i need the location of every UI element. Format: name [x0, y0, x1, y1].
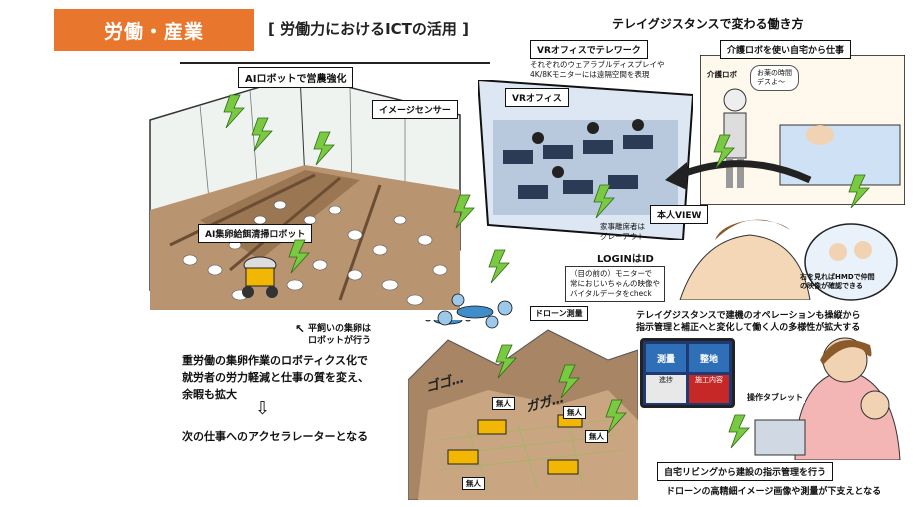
- telework-heading: テレイグジスタンスで変わる働き方: [612, 17, 804, 31]
- worker-illustration: [679, 219, 811, 300]
- unmanned-label-2: 無人: [563, 406, 586, 419]
- drone-icon: [425, 320, 471, 325]
- excavator-icon: [447, 414, 583, 475]
- drone-survey-label: ドローン測量: [530, 306, 588, 321]
- robot-note: 平飼いの集卵は ロボットが行う: [308, 324, 372, 346]
- title-divider: [180, 62, 490, 64]
- home-living-label: 自宅リビングから建設の指示管理を行う: [657, 462, 834, 481]
- monitor-note: （目の前の）モニターで 常におじいちゃんの映像や バイタルデータをcheck: [565, 266, 665, 302]
- category-label: 労働・産業: [103, 20, 204, 43]
- footer-note: ドローンの高精細イメージ画像や測量が下支えとなる: [666, 487, 882, 497]
- vr-office-label: VRオフィス: [505, 88, 569, 107]
- control-monitor: 測量 整地 進捗 施工内容: [640, 338, 735, 408]
- unmanned-label-1: 無人: [492, 397, 515, 410]
- accelerator-text: 次の仕事へのアクセラレーターとなる: [182, 430, 369, 443]
- farm-body-text: 重労働の集卵作業のロボティクス化で 就労者の労力軽減と仕事の質を変え、 余暇も拡…: [182, 354, 369, 401]
- category-tag: 労働・産業: [54, 9, 254, 51]
- unmanned-label-4: 無人: [462, 477, 485, 490]
- screen-tile-progress: 進捗: [646, 375, 686, 403]
- farm-heading: AIロボットで営農強化: [238, 67, 354, 88]
- vr-description: それぞれのウェアラブルディスプレイや 4K/8Kモニターには遠隔空間を表現: [530, 60, 665, 79]
- hmd-note: 右を見ればHMDで仲間 の映像が確認できる: [800, 273, 875, 290]
- absentee-note: 家事離席者は グレーアウト: [600, 222, 645, 241]
- screen-tile-grading: 整地: [689, 344, 729, 372]
- care-robot-small-label: 介護ロボ: [707, 70, 737, 79]
- login-label: LOGINはID: [597, 254, 654, 265]
- flow-arrow-icon: [665, 160, 812, 190]
- unmanned-label-3: 無人: [585, 430, 608, 443]
- egg-robot-icon: [242, 256, 278, 298]
- care-robot-title: 介護ロボを使い自宅から仕事: [720, 40, 852, 59]
- hmd-view-illustration: [804, 223, 898, 301]
- robot-label: AI集卵給餌清掃ロボット: [198, 224, 313, 243]
- farm-arrow-icon: ↖: [295, 322, 306, 336]
- screen-tile-construction: 施工内容: [689, 375, 729, 403]
- screen-tile-survey: 測量: [646, 344, 686, 372]
- speech-bubble: お薬の時間 デスよ～: [750, 65, 799, 91]
- vr-office-illustration: [478, 80, 693, 240]
- vr-office-title: VRオフィスでテレワーク: [530, 40, 648, 59]
- home-family-illustration: [754, 337, 901, 460]
- image-sensor-label: イメージセンサー: [372, 100, 458, 119]
- tablet-label: 操作タブレット: [745, 392, 805, 403]
- person-view-label: 本人VIEW: [650, 205, 709, 224]
- construction-description: テレイグジスタンスで建機のオペレーションも操縦から 指示管理と補正へと変化して働…: [636, 311, 861, 333]
- construction-site-illustration: [408, 320, 638, 500]
- page-title: [ 労働力におけるICTの活用 ]: [268, 20, 469, 38]
- down-arrow-icon: ⇩: [255, 398, 271, 419]
